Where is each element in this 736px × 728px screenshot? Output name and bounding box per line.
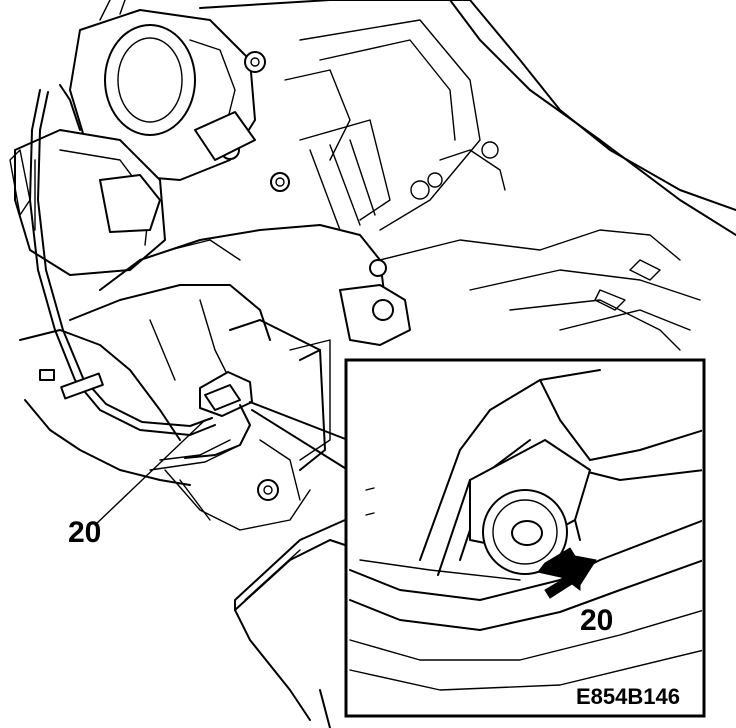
lower-panel: [234, 349, 346, 728]
detail-inset: [344, 358, 706, 718]
throttle-body: [69, 0, 290, 192]
callout-label-inset: 20: [580, 604, 614, 637]
wire-harness: [29, 84, 241, 471]
removal-arrow-icon: [537, 547, 597, 599]
zoom-line-lower: [251, 409, 349, 471]
actuator-motor: [9, 129, 166, 276]
zoom-line-upper: [249, 401, 349, 441]
callout-label-main: 20: [68, 516, 102, 549]
figure-code: E854B146: [576, 684, 680, 709]
engine-block-outline: [199, 0, 736, 351]
callout-leader-main: [94, 419, 206, 526]
intake-housing: [19, 224, 411, 531]
